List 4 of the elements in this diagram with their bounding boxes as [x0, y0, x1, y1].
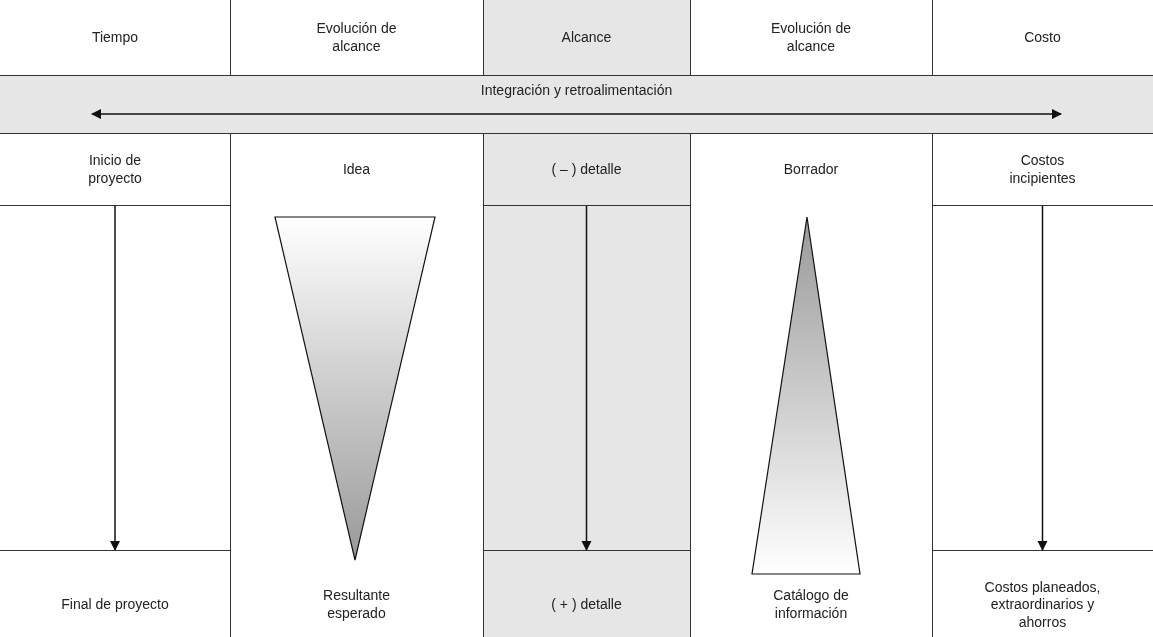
band-label: Integración y retroalimentación: [0, 76, 1153, 134]
arrow: [581, 205, 592, 552]
arrow: [109, 205, 121, 552]
arrow: [1037, 205, 1048, 552]
